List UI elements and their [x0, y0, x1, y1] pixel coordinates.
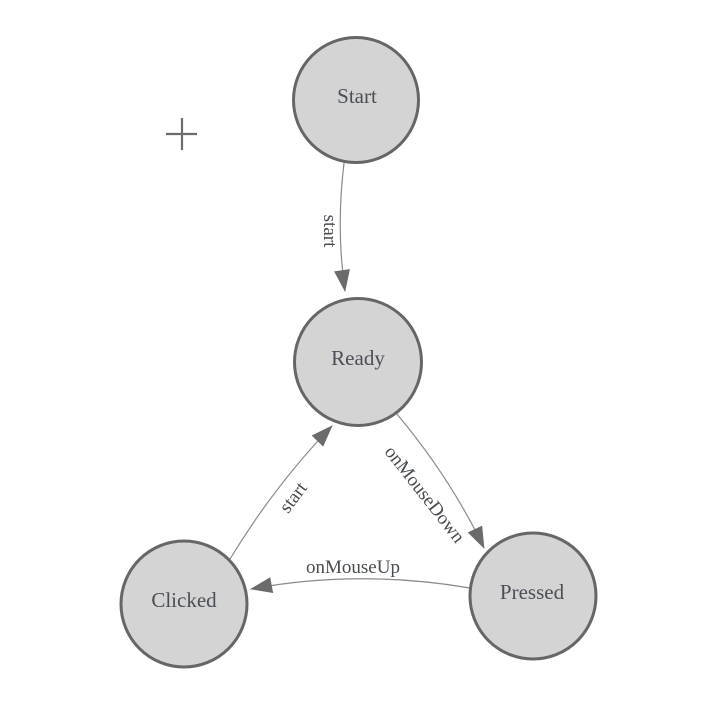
state-label-start: Start — [337, 84, 377, 108]
transition-label-start-2: start — [275, 478, 312, 517]
state-label-clicked: Clicked — [151, 588, 217, 612]
transition-clicked-to-ready[interactable] — [229, 425, 333, 560]
state-node-clicked[interactable]: Clicked — [119, 539, 249, 669]
transition-start-to-ready[interactable] — [334, 162, 350, 292]
transition-pressed-to-clicked[interactable] — [250, 577, 471, 594]
transition-label-onmouseup: onMouseUp — [306, 557, 400, 578]
nodes-layer: Start Ready Clicked Pressed — [119, 36, 598, 669]
crosshair-icon — [166, 118, 197, 150]
transition-ready-to-pressed[interactable] — [395, 412, 485, 549]
state-node-pressed[interactable]: Pressed — [468, 531, 598, 661]
transition-label-start-1: start — [319, 215, 340, 248]
state-node-start[interactable]: Start — [292, 36, 420, 164]
state-node-ready[interactable]: Ready — [293, 297, 423, 427]
state-label-pressed: Pressed — [500, 580, 565, 604]
state-label-ready: Ready — [331, 346, 385, 370]
